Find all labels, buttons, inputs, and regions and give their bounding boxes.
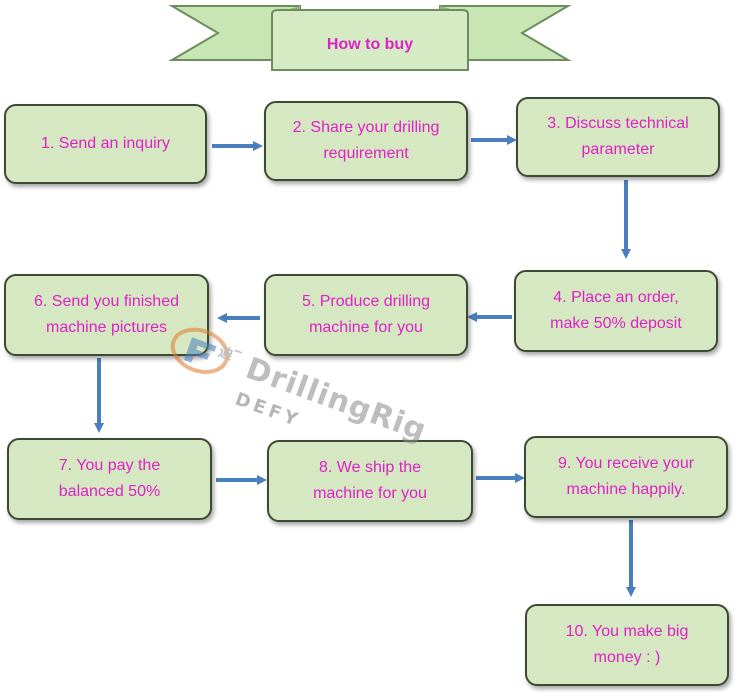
step-8-box: 8. We ship the machine for you [267,440,473,522]
flowchart-title: How to buy [326,36,414,53]
step-7-box: 7. You pay the balanced 50% [7,438,212,520]
title-banner-ribbon [168,5,572,71]
step-6-box: 6. Send you finished machine pictures [4,274,209,356]
step-9-box: 9. You receive your machine happily. [524,436,728,518]
step-3-box: 3. Discuss technical parameter [516,97,720,177]
step-4-box: 4. Place an order, make 50% deposit [514,270,718,352]
step-2-box: 2. Share your drilling requirement [264,101,468,181]
step-10-box: 10. You make big money : ) [525,604,729,686]
step-5-box: 5. Produce drilling machine for you [264,274,468,356]
flow-arrows [94,135,636,597]
step-1-box: 1. Send an inquiry [4,104,207,184]
